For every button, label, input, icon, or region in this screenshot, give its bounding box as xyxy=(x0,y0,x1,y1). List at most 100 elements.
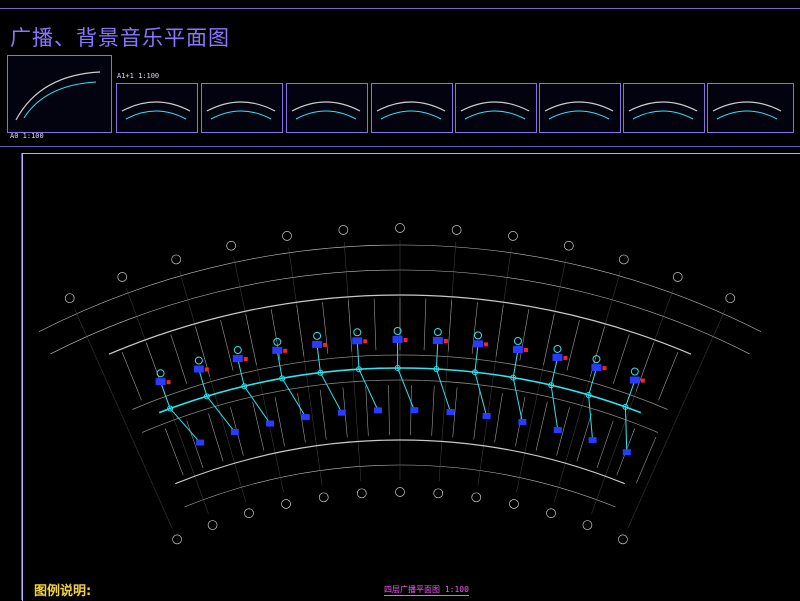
grid-bubble xyxy=(434,489,443,498)
grid-bubble xyxy=(452,225,461,234)
grid-axis-line xyxy=(554,271,620,502)
speaker-block xyxy=(338,410,346,416)
speaker-block xyxy=(589,437,597,443)
grid-bubble xyxy=(208,521,217,530)
thumb-plan xyxy=(292,102,360,111)
speaker-block xyxy=(433,337,443,344)
speaker-block xyxy=(483,413,491,419)
branch-cable xyxy=(513,378,522,422)
room-partition xyxy=(389,385,390,435)
room-partition xyxy=(658,352,677,400)
branch-cable xyxy=(436,369,450,412)
thumbnail-art xyxy=(16,72,781,120)
room-partition xyxy=(220,320,233,370)
room-partition xyxy=(636,437,656,483)
thumb-cable xyxy=(633,111,693,119)
room-partition xyxy=(366,386,369,436)
grid-axis-line xyxy=(75,309,173,528)
speaker-block xyxy=(630,377,640,384)
speaker-symbol xyxy=(514,338,521,345)
marker xyxy=(244,357,248,361)
thumb-plan xyxy=(207,102,275,111)
marker xyxy=(404,338,408,342)
marker xyxy=(323,343,327,347)
branch-cable xyxy=(436,341,438,369)
speaker-block xyxy=(233,355,243,362)
speaker-block xyxy=(623,449,631,455)
thumb-cable xyxy=(211,111,271,119)
speaker-block xyxy=(352,337,362,344)
speaker-symbol xyxy=(314,332,321,339)
grid-axis-line xyxy=(628,309,726,528)
branch-cable xyxy=(359,369,378,410)
speaker-symbol xyxy=(631,368,638,375)
axis-grid xyxy=(39,224,761,544)
grid-bubble xyxy=(619,255,628,264)
branch-cable xyxy=(317,345,320,373)
room-partition xyxy=(536,402,547,451)
speaker-block xyxy=(513,346,523,353)
grid-bubble xyxy=(618,535,627,544)
thumb-plan xyxy=(713,102,781,111)
branch-cable xyxy=(357,341,359,369)
speaker-block xyxy=(518,419,526,425)
room-partition xyxy=(208,414,223,462)
marker xyxy=(524,348,528,352)
branch-cable xyxy=(625,407,626,452)
thumb-plan xyxy=(16,72,100,120)
room-partition xyxy=(613,334,629,383)
branch-cable xyxy=(244,386,270,423)
room-partition xyxy=(122,352,141,400)
grid-bubble xyxy=(319,493,328,502)
room-partition xyxy=(495,393,503,442)
thumb-cable xyxy=(381,111,441,119)
room-partition xyxy=(171,334,187,383)
grid-bubble xyxy=(65,294,74,303)
room-partition xyxy=(165,429,183,476)
grid-bubble xyxy=(172,255,181,264)
speaker-block xyxy=(552,354,562,361)
thumb-plan xyxy=(461,102,529,111)
branch-cable xyxy=(475,344,478,372)
speaker-block xyxy=(302,414,310,420)
speaker-block xyxy=(312,341,322,348)
room-partition xyxy=(297,305,304,356)
legend-title: 图例说明: xyxy=(34,580,91,599)
branch-cable xyxy=(282,378,306,417)
room-partition xyxy=(636,343,654,392)
room-partition xyxy=(474,390,480,440)
grid-bubble xyxy=(339,225,348,234)
speaker-block xyxy=(196,440,204,446)
marker xyxy=(444,339,448,343)
grid-bubble xyxy=(282,231,291,240)
branch-cable xyxy=(513,350,518,378)
grid-bubble xyxy=(509,231,518,240)
grid-bubble xyxy=(357,489,366,498)
marker xyxy=(563,356,567,360)
drawing-caption: 四层广播平面图 1:100 xyxy=(384,584,469,596)
speaker-symbol xyxy=(354,329,361,336)
grid-bubble xyxy=(244,509,253,518)
speaker-symbol xyxy=(554,345,561,352)
speaker-symbol xyxy=(195,357,202,364)
thumb-plan xyxy=(122,102,190,111)
room-partition xyxy=(432,386,435,436)
room-partition xyxy=(567,320,580,370)
room-partition xyxy=(496,305,503,356)
room-partition xyxy=(253,402,264,451)
marker xyxy=(205,368,209,372)
marker xyxy=(602,366,606,370)
marker xyxy=(484,342,488,346)
branch-cable xyxy=(170,409,200,443)
grid-bubble xyxy=(227,241,236,250)
speaker-symbol xyxy=(593,356,600,363)
marker xyxy=(283,349,287,353)
thumb-cable xyxy=(24,82,96,118)
room-partition xyxy=(374,298,376,350)
speaker-block xyxy=(447,409,455,415)
speaker-block xyxy=(266,421,274,427)
speaker-block xyxy=(374,407,382,413)
grid-bubble xyxy=(282,499,291,508)
grid-bubble xyxy=(547,509,556,518)
